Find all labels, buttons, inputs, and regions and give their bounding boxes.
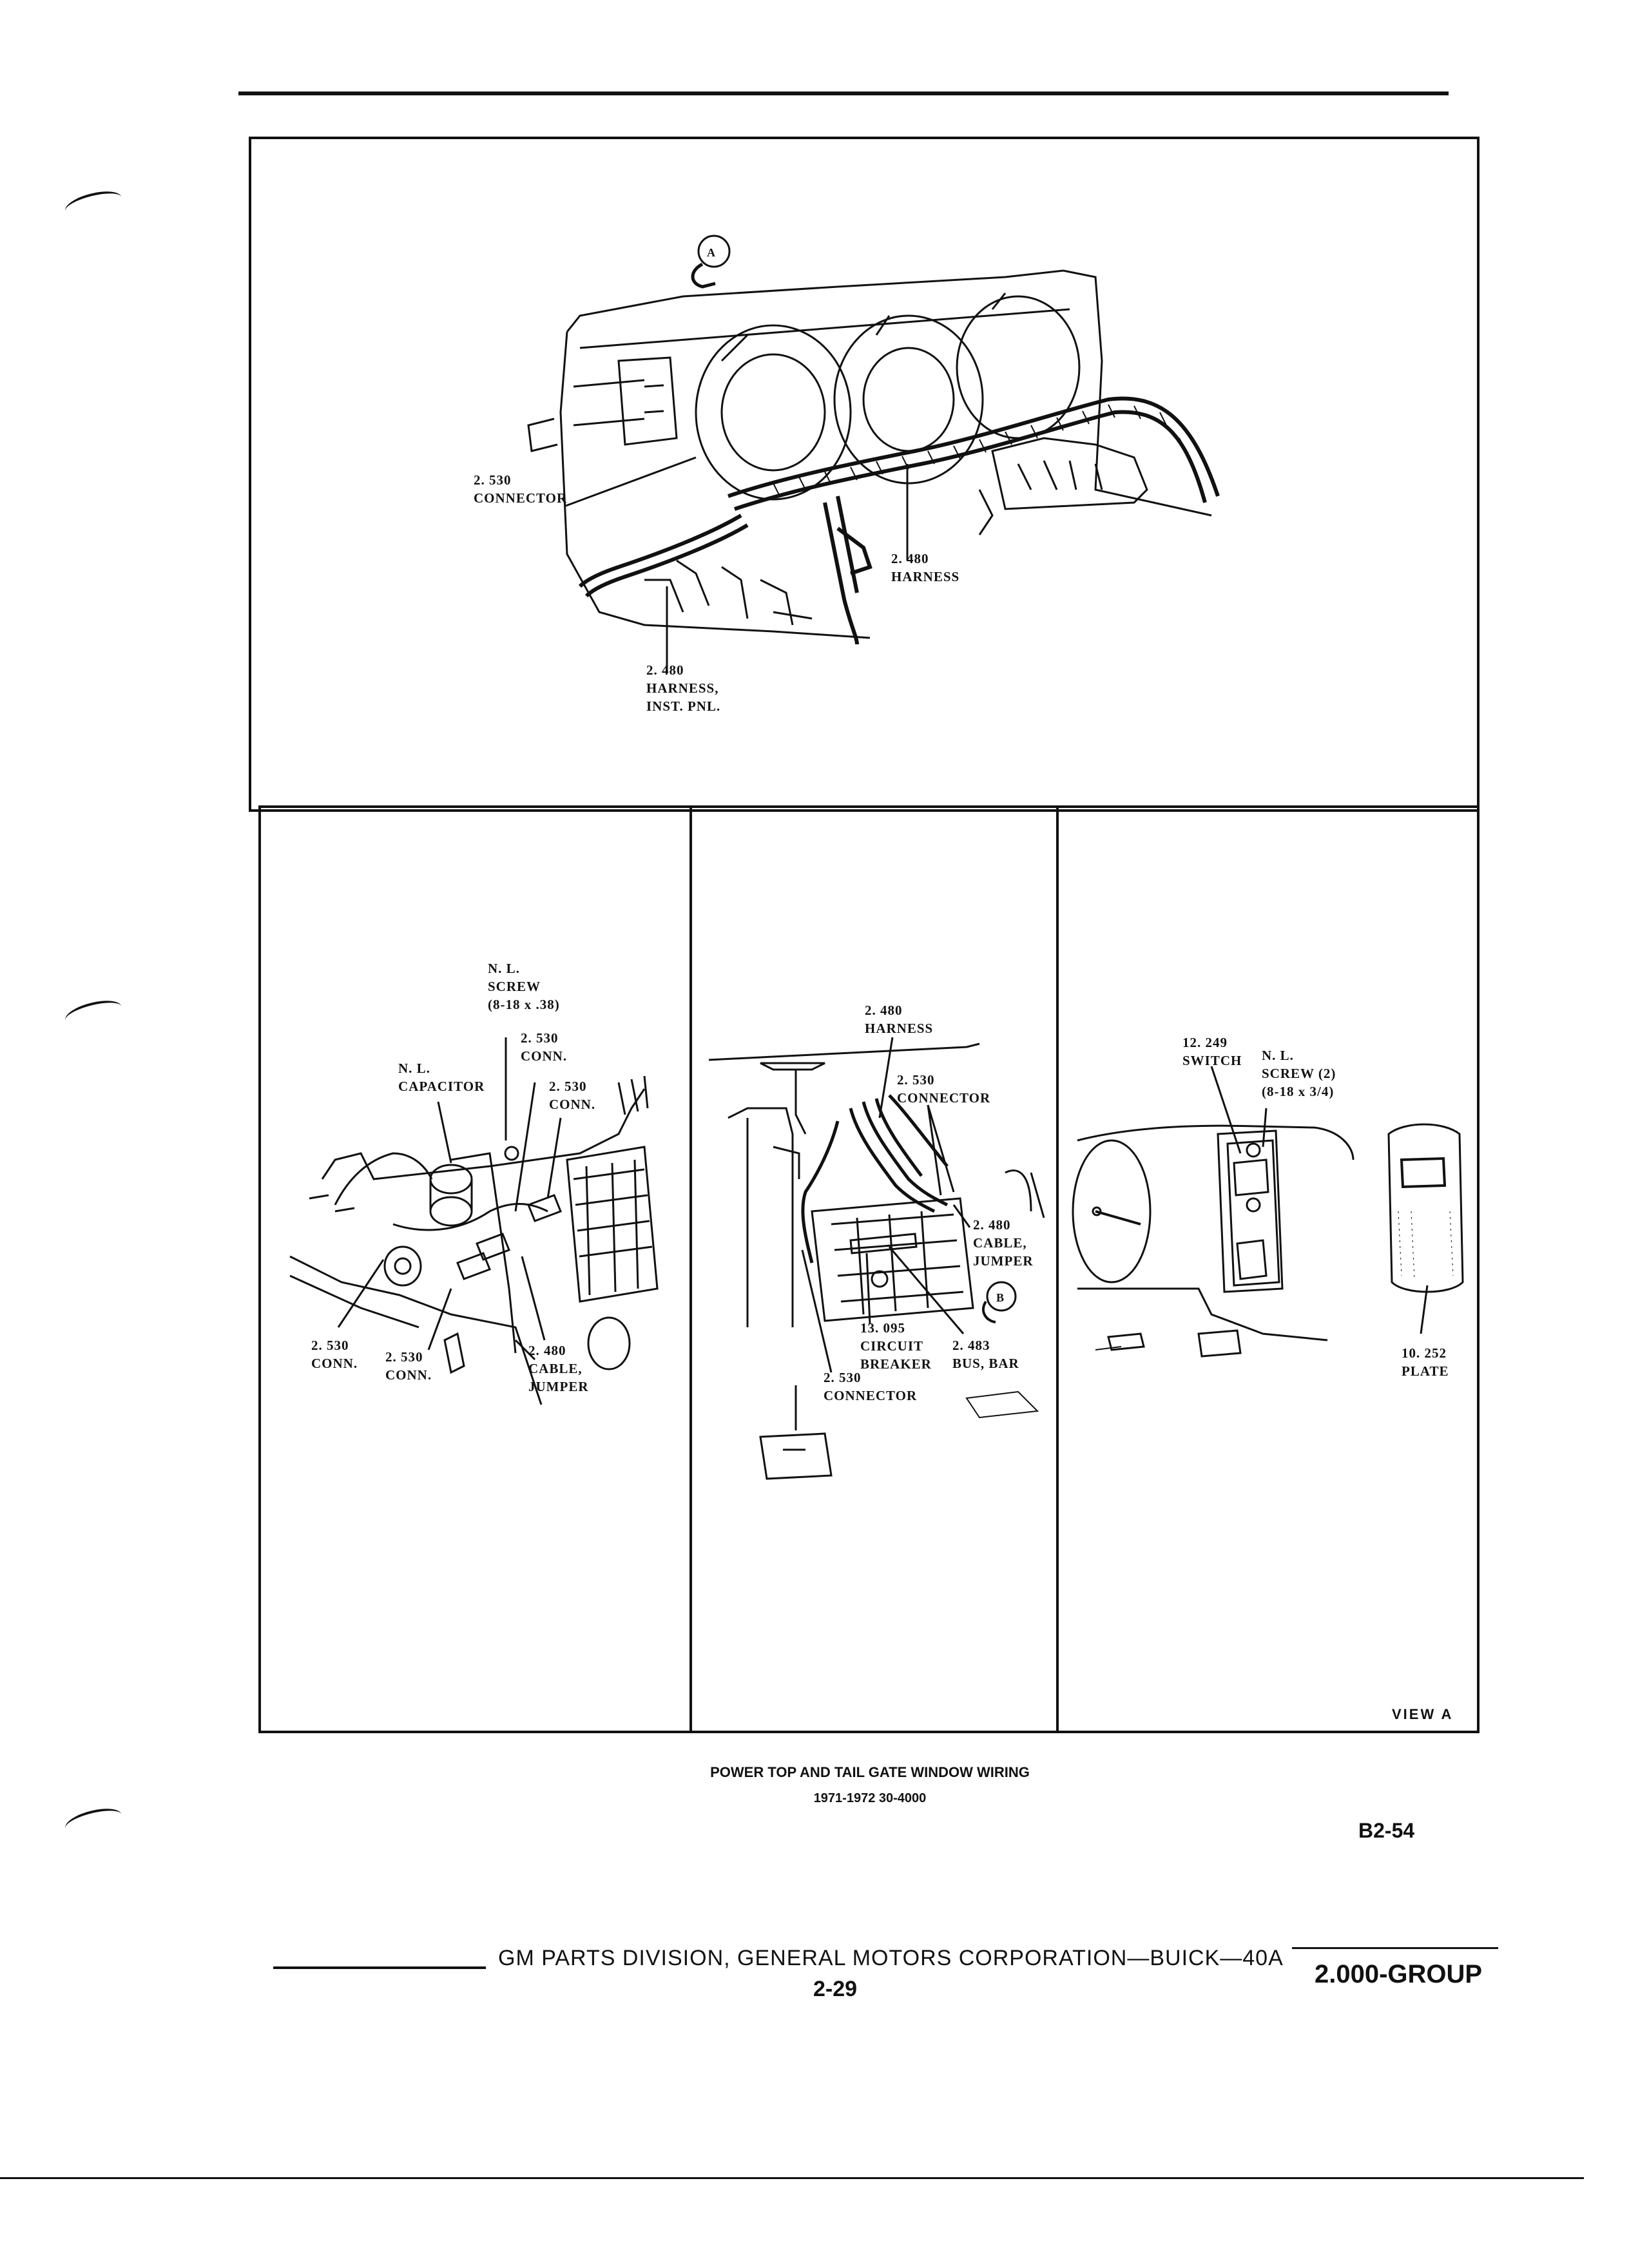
harness-bundle-top — [578, 396, 1220, 645]
label-conn-b: 2. 530 CONN. — [549, 1079, 595, 1112]
label-connector-mid-bottom: 2. 530 CONNECTOR — [824, 1370, 917, 1403]
view-b-marker — [982, 1281, 1017, 1323]
leader-nl-screw-2 — [1262, 1108, 1268, 1148]
label-cable-jumper-left: 2. 480 CABLE, JUMPER — [528, 1343, 589, 1394]
label-switch: 12. 249 SWITCH — [1182, 1035, 1242, 1068]
leader-harness-mid — [878, 1037, 894, 1119]
label-bus-bar: 2. 483 BUS, BAR — [952, 1338, 1019, 1371]
harness-wrap-marks — [773, 404, 1186, 497]
leader-switch — [1210, 1066, 1242, 1154]
leader-connector-top — [565, 456, 697, 507]
label-harness-mid: 2. 480 HARNESS — [865, 1003, 933, 1036]
leader-cable-jumper-left — [521, 1256, 546, 1341]
leader-conn-a — [514, 1082, 536, 1212]
right-panel-drawing — [1072, 1124, 1354, 1358]
view-a-marker-letter: A — [707, 246, 716, 259]
bottom-edge-rule — [0, 2177, 1584, 2179]
page-number: 2-29 — [813, 1977, 858, 2001]
figure-code: B2-54 — [1358, 1819, 1415, 1842]
footer-rule-left — [273, 1966, 486, 1969]
label-harness-inst: 2. 480 HARNESS, INST. PNL. — [646, 662, 723, 714]
top-panel-frame — [249, 137, 1480, 812]
figure-caption-subtitle: 1971-1972 30-4000 — [813, 1791, 927, 1805]
label-circuit-breaker: 13. 095 CIRCUIT BREAKER — [860, 1320, 932, 1372]
label-connector-top: 2. 530 CONNECTOR — [474, 472, 567, 506]
view-a-marker — [691, 235, 731, 289]
top-panel-labels: 2. 530 CONNECTOR 2. 480 HARNESS 2. 480 H… — [474, 246, 959, 714]
footer-group: 2.000-GROUP — [1315, 1960, 1483, 1988]
label-connector-mid: 2. 530 CONNECTOR — [897, 1072, 990, 1106]
plate-drawing — [1387, 1123, 1464, 1293]
label-harness-top: 2. 480 HARNESS — [891, 551, 959, 584]
middle-harness-bundle — [801, 1094, 949, 1264]
leader-cable-jumper-mid — [952, 1204, 971, 1228]
footer-division: GM PARTS DIVISION, GENERAL MOTORS CORPOR… — [498, 1946, 1284, 1970]
right-panel-labels: 12. 249 SWITCH N. L. SCREW (2) (8-18 x 3… — [1182, 1035, 1453, 1722]
leader-connector-mid-bottom — [801, 1249, 833, 1373]
right-panel-frame — [1056, 805, 1480, 1733]
view-a-label: VIEW A — [1392, 1706, 1453, 1722]
middle-panel-labels: 2. 480 HARNESS 2. 530 CONNECTOR 2. 480 C… — [824, 1003, 1034, 1403]
top-rule — [238, 91, 1449, 95]
figure-caption-title: POWER TOP AND TAIL GATE WINDOW WIRING — [710, 1764, 1030, 1780]
label-conn-a: 2. 530 CONN. — [521, 1030, 567, 1064]
label-plate: 10. 252 PLATE — [1402, 1345, 1451, 1379]
footer-rule-right — [1292, 1947, 1498, 1949]
label-cable-jumper-mid: 2. 480 CABLE, JUMPER — [973, 1217, 1034, 1269]
leader-conn-d — [427, 1288, 452, 1350]
label-nl-capacitor: N. L. CAPACITOR — [398, 1061, 485, 1094]
leader-conn-c — [337, 1259, 385, 1328]
leader-plate — [1420, 1285, 1429, 1334]
leader-circuit-breaker — [865, 1253, 871, 1325]
middle-panel-drawing — [708, 1043, 1045, 1480]
label-conn-c: 2. 530 CONN. — [311, 1338, 358, 1371]
view-b-marker-letter: B — [996, 1291, 1005, 1304]
leader-conn-b — [546, 1117, 562, 1199]
leader-bus-bar — [888, 1246, 965, 1334]
left-panel-drawing — [289, 1075, 659, 1405]
label-conn-d: 2. 530 CONN. — [385, 1349, 432, 1383]
leader-nl-capacitor — [437, 1101, 452, 1164]
label-nl-screw: N. L. SCREW (8-18 x .38) — [488, 961, 560, 1012]
leader-connector-mid — [927, 1104, 955, 1196]
label-nl-screw-2: N. L. SCREW (2) (8-18 x 3/4) — [1262, 1048, 1340, 1099]
left-panel-labels: N. L. SCREW (8-18 x .38) 2. 530 CONN. N.… — [311, 961, 595, 1394]
instrument-cluster-drawing — [527, 269, 1212, 639]
